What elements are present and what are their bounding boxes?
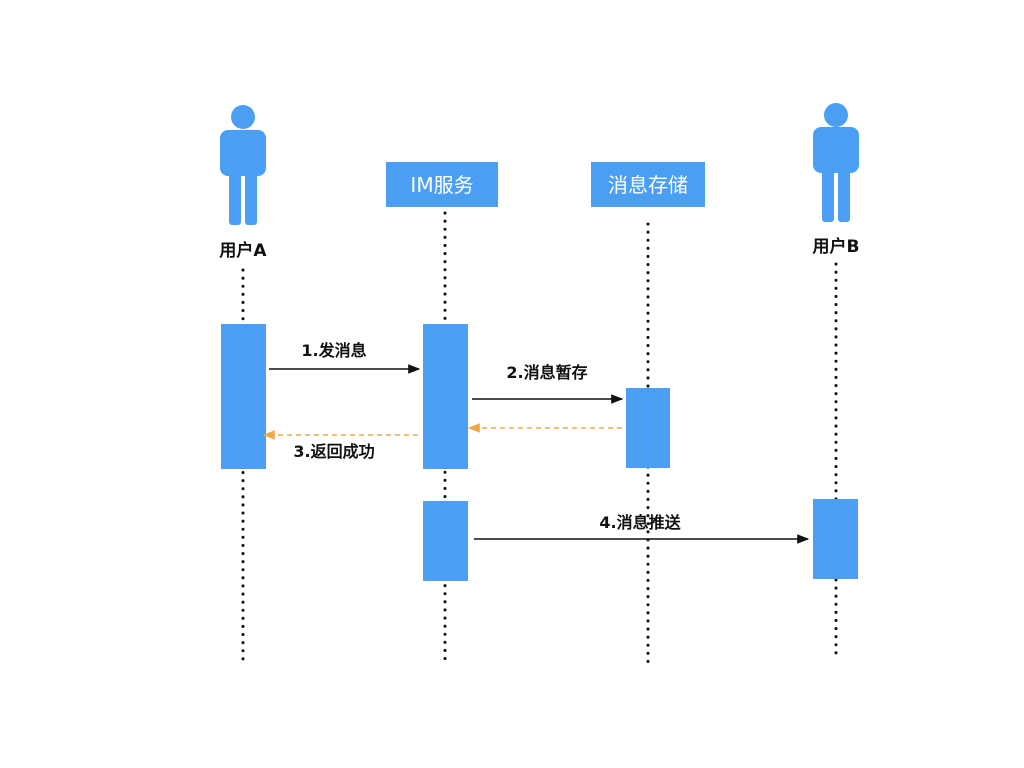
user-a-activation	[221, 324, 266, 469]
im-service-activation-1	[423, 324, 468, 469]
message-store-box	[591, 162, 705, 207]
message-store-label: 消息存储	[608, 173, 688, 197]
message-label-4: 4.消息推送	[599, 513, 681, 532]
message-label-3: 3.返回成功	[293, 442, 374, 461]
user-a-label: 用户A	[219, 240, 267, 261]
message-store-activation	[626, 388, 670, 468]
user-b-activation	[813, 499, 858, 579]
user-b-label: 用户B	[813, 236, 860, 257]
im-service-box	[386, 162, 498, 207]
message-label-2: 2.消息暂存	[506, 363, 587, 382]
user-a-person-icon	[220, 105, 266, 225]
im-service-activation-2	[423, 501, 468, 581]
message-label-1: 1.发消息	[301, 341, 366, 360]
user-b-person-icon	[813, 103, 859, 222]
im-service-label: IM服务	[410, 173, 473, 197]
